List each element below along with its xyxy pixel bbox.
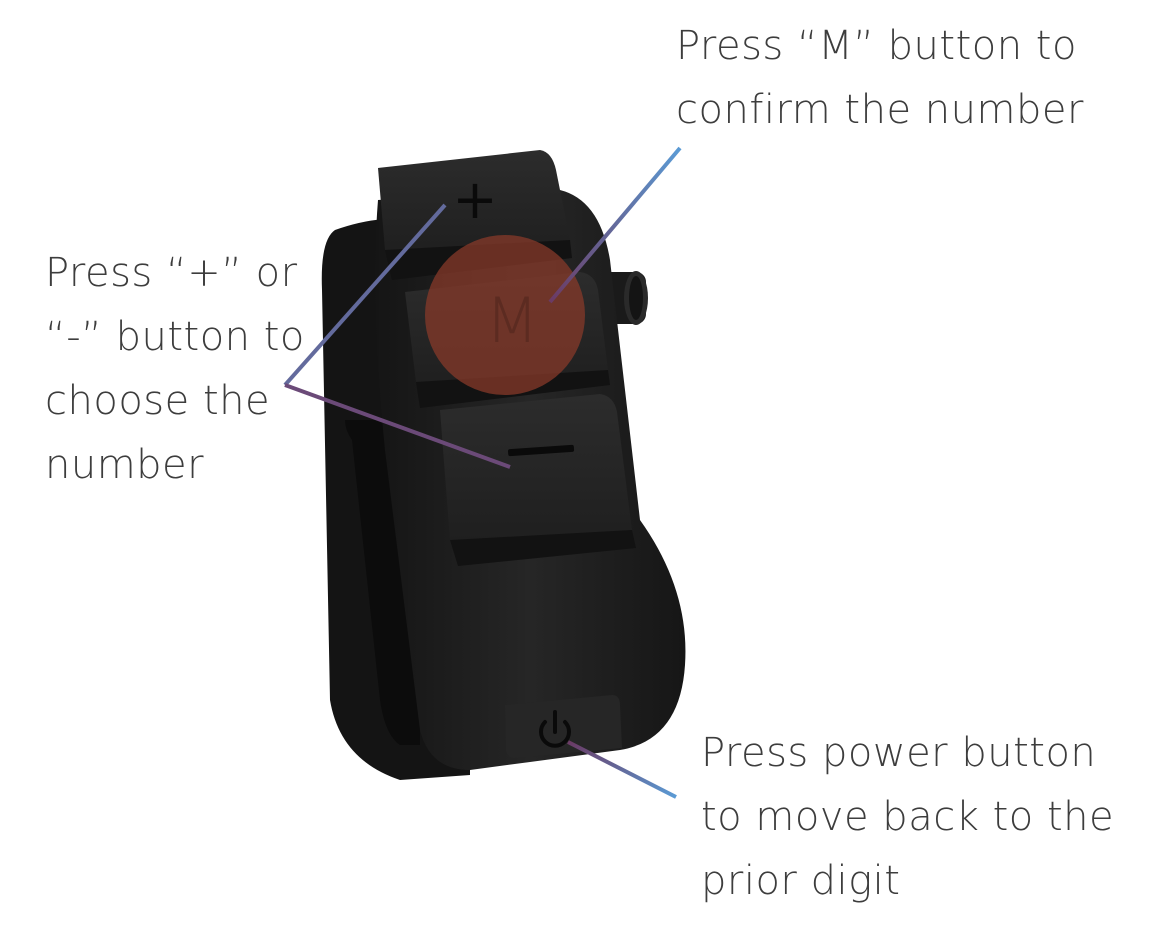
plus-button-illustration: + (378, 150, 572, 280)
annotation-line: prior digit (701, 858, 901, 904)
plus-glyph: + (452, 168, 497, 231)
annotation-line: number (45, 442, 205, 488)
m-button-annotation: Press “M” button to confirm the number (676, 14, 1084, 142)
leader-line-minus (284, 383, 511, 469)
m-button-highlight (425, 235, 585, 395)
leader-line-m (548, 146, 682, 304)
annotation-line: confirm the number (676, 87, 1084, 133)
annotation-line: “-” button to (45, 314, 305, 360)
leader-line-power (567, 740, 677, 799)
annotation-line: Press “M” button to (676, 23, 1077, 69)
power-button-annotation: Press power button to move back to the p… (701, 721, 1114, 913)
minus-button-illustration (440, 394, 636, 566)
leader-lines (283, 146, 682, 799)
annotation-line: Press power button (701, 730, 1097, 776)
power-button-illustration (505, 695, 622, 758)
plus-minus-annotation: Press “+” or “-” button to choose the nu… (45, 241, 305, 497)
leader-line-plus (283, 203, 447, 387)
annotation-line: choose the (45, 378, 271, 424)
power-icon (539, 710, 571, 748)
annotation-line: Press “+” or (45, 250, 298, 296)
m-glyph: M (485, 284, 539, 357)
annotation-line: to move back to the (701, 794, 1115, 840)
